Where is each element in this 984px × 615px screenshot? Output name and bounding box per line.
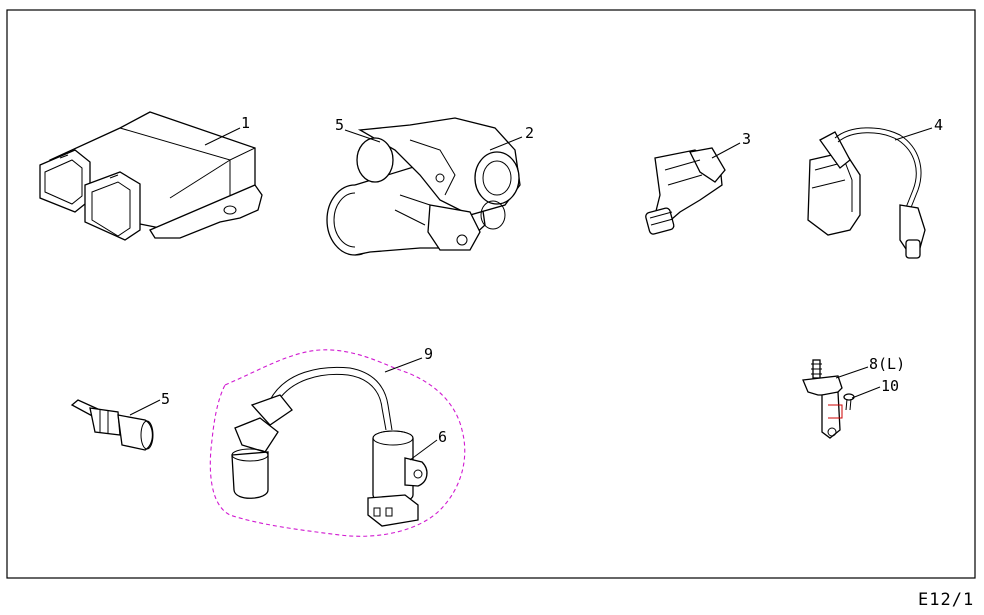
callout-4: 4 [934,116,943,134]
fuel-injector [645,147,726,235]
callout-2: 2 [525,124,534,142]
callout-5-throttle: 5 [335,116,344,134]
callout-8: 8(L) [869,355,905,373]
ecu-module [39,111,263,241]
callout-10: 10 [881,377,899,395]
diagram-frame [6,9,976,579]
callout-5: 5 [161,390,170,408]
bracket-screw [843,393,855,411]
callout-9: 9 [424,345,433,363]
leader-lines [129,127,933,461]
callout-3: 3 [742,130,751,148]
speed-sensor [367,430,428,527]
callout-6: 6 [438,428,447,446]
sensor-bracket [802,359,843,439]
oxygen-sensor [807,127,926,259]
throttle-body [326,117,521,256]
coolant-temperature-sensor [70,399,154,451]
sheet-reference: E12/1 [918,590,975,610]
wiring-harness [231,366,393,499]
callout-1: 1 [241,114,250,132]
